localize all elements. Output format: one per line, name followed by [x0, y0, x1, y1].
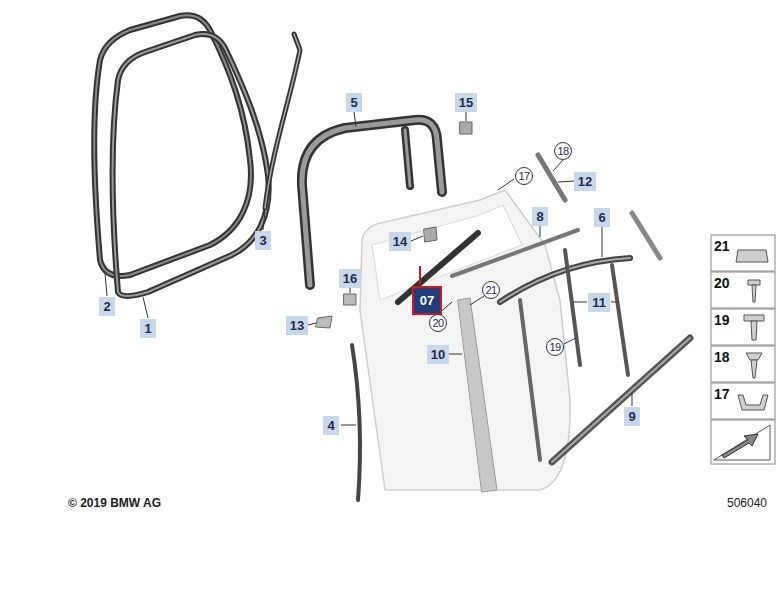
callout-number: 9 [624, 407, 639, 426]
callout-number: 6 [594, 208, 609, 227]
fastener-number: 17 [714, 387, 730, 401]
callout-number: 2 [99, 297, 114, 316]
callout-number: 1 [140, 319, 155, 338]
callout-number: 11 [588, 293, 610, 312]
callout-circle: 21 [482, 281, 500, 299]
copyright-note: © 2019 BMW AG [68, 497, 161, 509]
callout-circle: 20 [429, 314, 447, 332]
callout-number: 3 [255, 231, 270, 250]
callout-number: 10 [427, 345, 449, 364]
callout-number: 14 [389, 232, 411, 251]
callout-number: 5 [346, 93, 361, 112]
fastener-number: 20 [714, 276, 730, 290]
fastener-number: 18 [714, 350, 730, 364]
callout-number: 15 [455, 93, 477, 112]
callout-number: 4 [323, 416, 338, 435]
callout-number: 8 [532, 207, 547, 226]
diagram-number: 506040 [727, 497, 767, 509]
callout-circle: 18 [554, 142, 572, 160]
callout-number: 13 [286, 316, 308, 335]
callout-highlight: 07 [412, 286, 442, 315]
fastener-number: 21 [714, 239, 730, 253]
callout-circle: 19 [546, 338, 564, 356]
callout-number: 16 [339, 269, 361, 288]
fastener-number: 19 [714, 313, 730, 327]
callout-number: 12 [574, 172, 596, 191]
callout-circle: 17 [515, 167, 533, 185]
